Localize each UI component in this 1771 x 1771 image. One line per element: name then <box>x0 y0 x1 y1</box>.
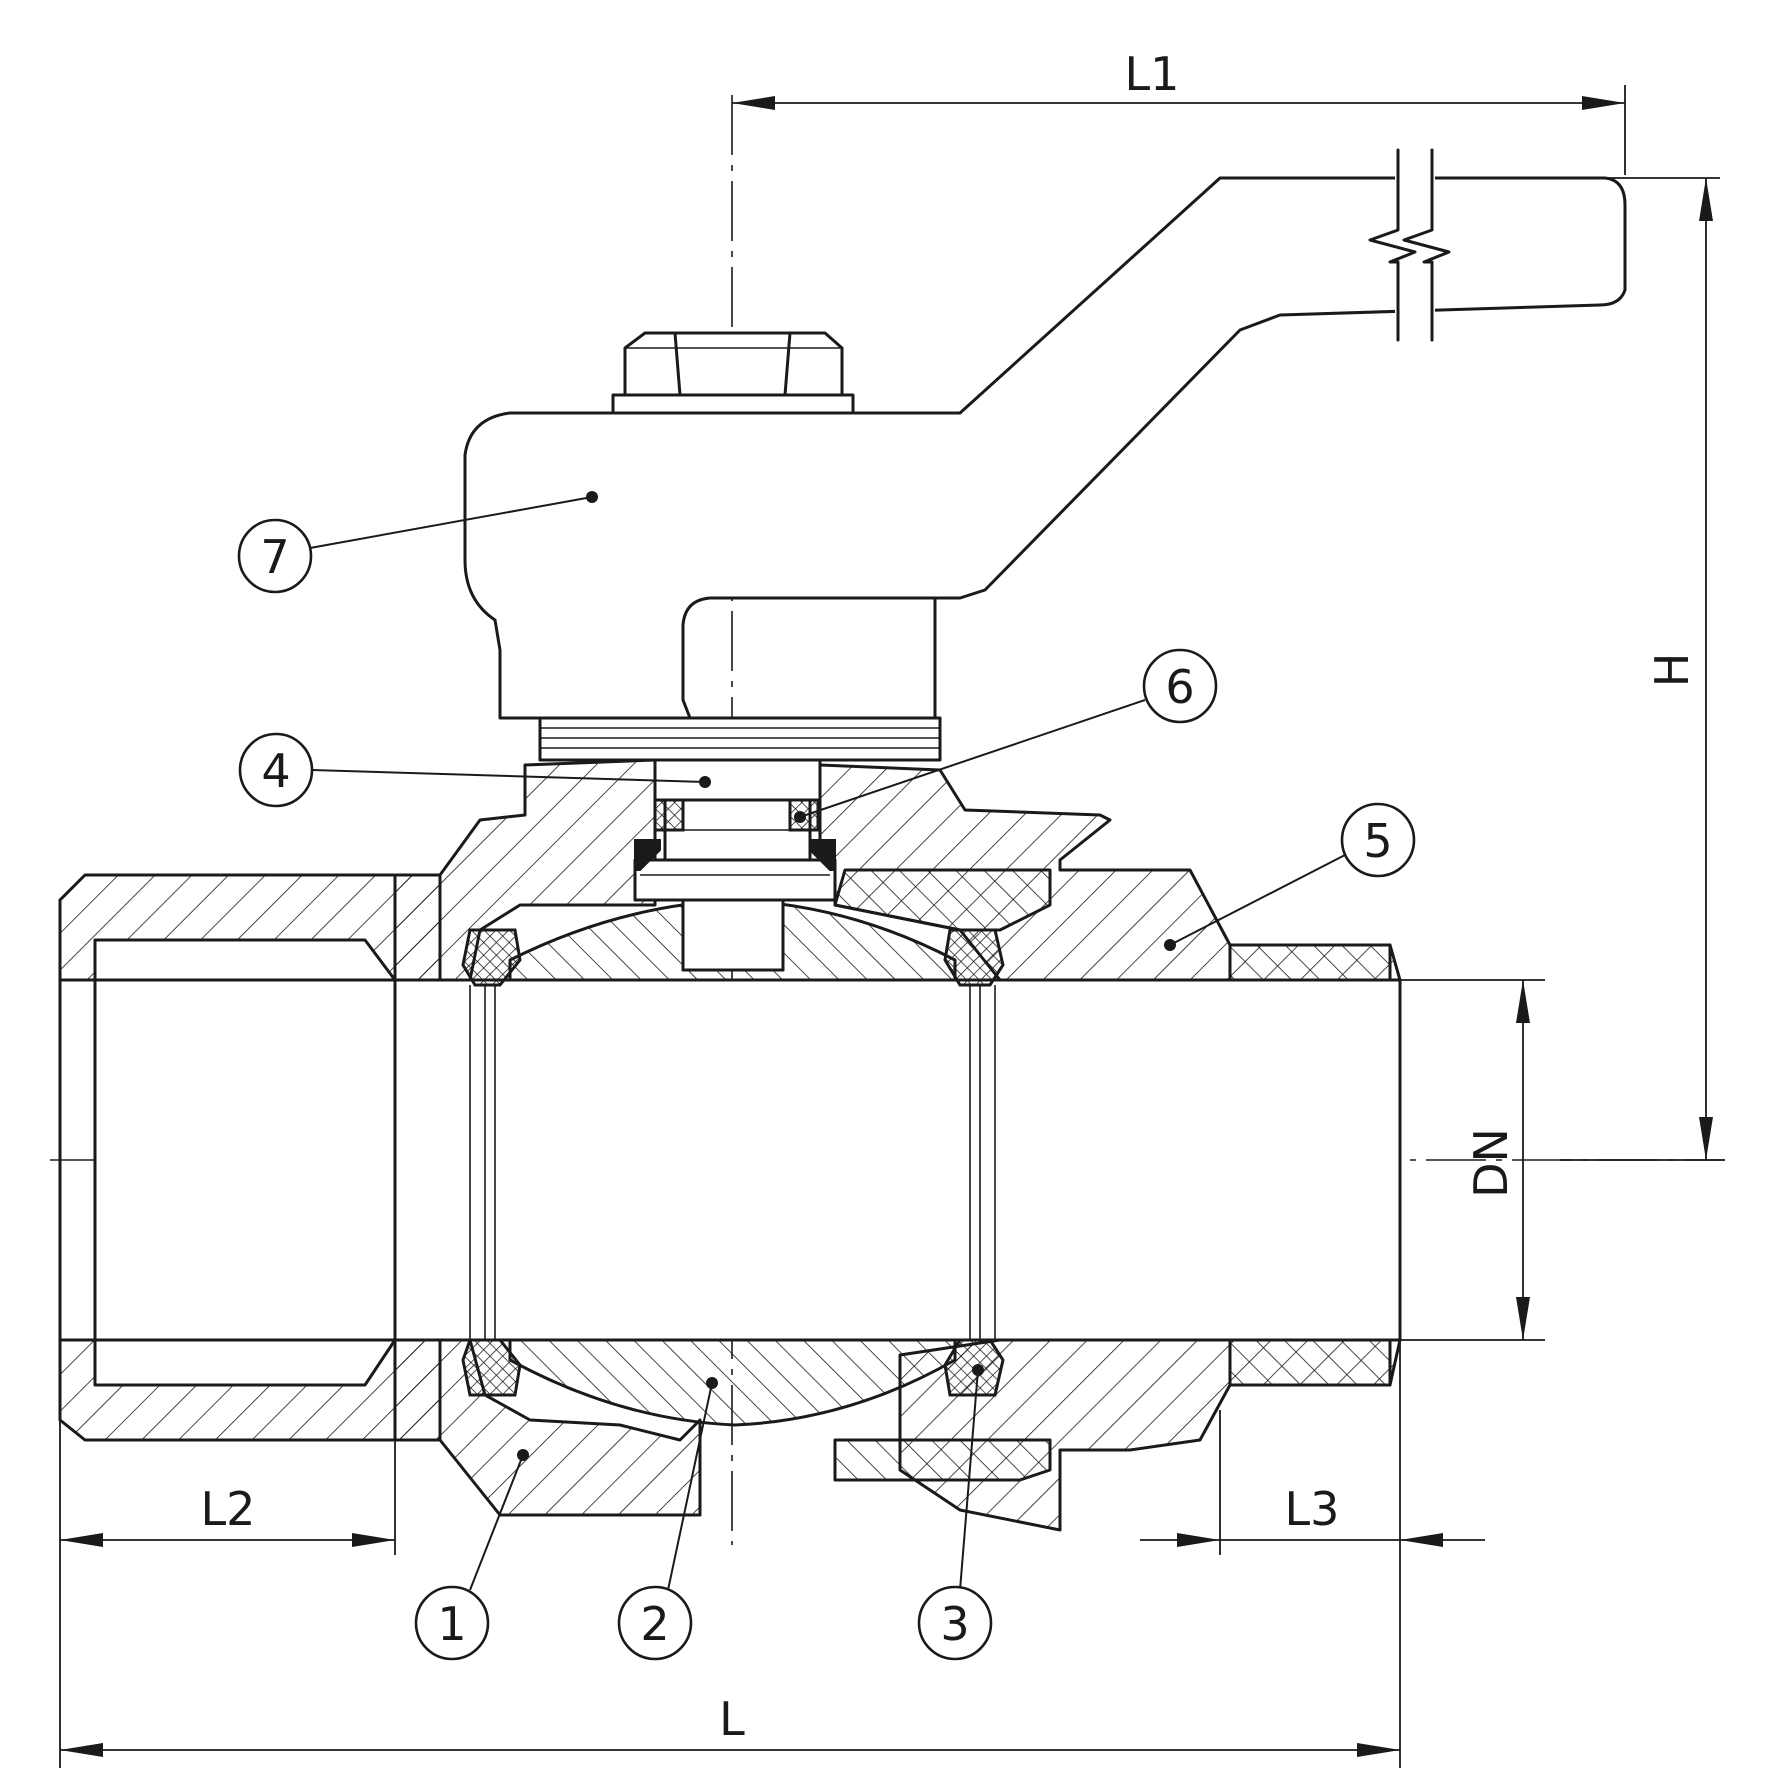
dim-label-L2: L2 <box>201 1482 256 1536</box>
dim-label-DN: DN <box>1464 1128 1518 1198</box>
callout-label-7: 7 <box>260 530 289 584</box>
dimension-L2: L2 <box>59 1420 396 1768</box>
dimension-L3: L3 <box>1140 1340 1485 1768</box>
callout-7: 7 <box>237 491 598 594</box>
callout-label-1: 1 <box>437 1597 466 1651</box>
part-1-body-left <box>58 873 442 1442</box>
valve-bore <box>393 978 1402 1342</box>
callout-label-5: 5 <box>1363 814 1392 868</box>
callout-label-2: 2 <box>640 1597 669 1651</box>
handle-break-symbol <box>1368 148 1451 342</box>
part-3-seats <box>461 928 1005 1397</box>
dimension-DN: DN <box>1400 979 1545 1341</box>
dimension-L1: L1 <box>732 47 1626 175</box>
callout-3: 3 <box>917 1364 993 1661</box>
callout-label-4: 4 <box>261 744 290 798</box>
part-4-stem <box>633 758 837 972</box>
dim-label-L1: L1 <box>1125 47 1180 101</box>
dim-label-H: H <box>1645 653 1699 688</box>
stem-nut <box>611 331 855 415</box>
callout-label-6: 6 <box>1165 660 1194 714</box>
dimension-H: H <box>1560 177 1725 1161</box>
body-neck-threads <box>538 716 942 762</box>
callout-2: 2 <box>617 1377 718 1661</box>
callout-5: 5 <box>1164 802 1416 951</box>
callout-4: 4 <box>238 732 711 808</box>
dimension-L: L <box>60 1692 1400 1757</box>
part-7-handle <box>463 148 1627 720</box>
dim-label-L: L <box>719 1692 745 1746</box>
part-5-end-connector <box>818 763 1402 1532</box>
callout-6: 6 <box>794 648 1218 823</box>
callout-label-3: 3 <box>940 1597 969 1651</box>
dim-label-L3: L3 <box>1285 1482 1340 1536</box>
callout-1: 1 <box>414 1449 529 1661</box>
